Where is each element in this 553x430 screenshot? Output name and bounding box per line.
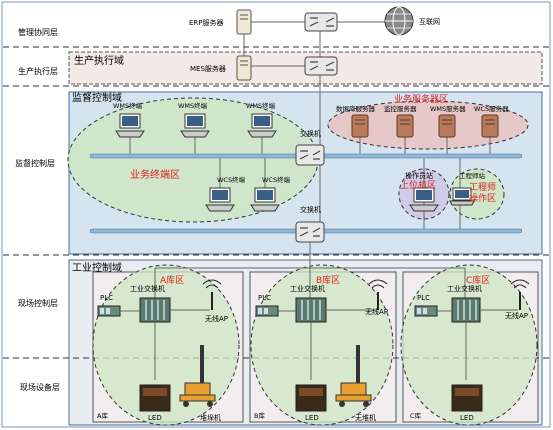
- globe-icon: [384, 6, 414, 36]
- layer-label-field-device: 现场设备层: [20, 382, 60, 392]
- warehouse-c-zone-label: C库区: [466, 274, 490, 286]
- upper-monitor-zone-label: 上位机区: [400, 179, 436, 191]
- industrial-switch-label: 工业交换机: [130, 284, 165, 293]
- vehicle-label: 无堆机: [355, 413, 376, 422]
- laptop-icon: [449, 187, 475, 206]
- wms-server-label: WMS服务器: [430, 104, 466, 113]
- wcs-terminal-label: WCS终端: [217, 175, 246, 184]
- mes-server-icon: [236, 55, 252, 81]
- led-label: LED: [460, 414, 474, 422]
- industrial-domain-label: 工业控制域: [72, 261, 122, 274]
- layer-label-management: 管理协同层: [18, 27, 58, 37]
- industrial-switch-icon: [295, 297, 327, 323]
- plc-label: PLC: [417, 294, 430, 302]
- computer-icon: [247, 113, 277, 138]
- industrial-switch-icon: [139, 297, 171, 323]
- server-icon: [481, 114, 499, 138]
- led-panel-icon: [451, 384, 483, 412]
- computer-icon: [250, 187, 280, 212]
- wms-terminal-label: WMS终端: [178, 101, 208, 110]
- industrial-switch-label: 工业交换机: [447, 284, 482, 293]
- engineer-station-label: 工程师站: [459, 171, 486, 180]
- server-zone-label: 业务服务器区: [394, 93, 448, 105]
- wireless-ap-icon: [202, 279, 222, 310]
- stacker-crane-icon: [179, 345, 216, 407]
- core-router-icon: [304, 12, 338, 32]
- warehouse-b-zone-label: B库区: [316, 274, 340, 286]
- plc-icon: [97, 305, 121, 317]
- vehicle-label: 堆垛机: [200, 413, 221, 422]
- wms-terminal-label: WMS终端: [113, 101, 143, 110]
- warehouse-name-label: B库: [254, 411, 265, 420]
- layer-label-supervisory: 监督控制层: [15, 158, 55, 168]
- plc-label: PLC: [100, 294, 113, 302]
- warehouse-a-zone-label: A库区: [160, 274, 184, 286]
- computer-icon: [180, 113, 210, 138]
- production-domain-label: 生产执行域: [74, 54, 124, 67]
- wireless-ap-icon: [510, 279, 530, 310]
- engineer-zone-ellipse: [449, 168, 505, 220]
- switch-label: 交换机: [300, 205, 321, 214]
- erp-server-icon: [236, 9, 252, 35]
- wireless-ap-icon: [368, 279, 388, 310]
- computer-icon: [205, 187, 235, 212]
- plc-icon: [414, 305, 438, 317]
- wcs-terminal-label: WCS终端: [262, 175, 291, 184]
- computer-icon: [409, 187, 439, 212]
- internet-label: 互联网: [419, 17, 440, 26]
- wireless-ap-label: 无线AP: [505, 311, 528, 320]
- plc-label: PLC: [258, 294, 271, 302]
- warehouse-name-label: C库: [410, 411, 422, 420]
- layer-label-production: 生产执行层: [18, 66, 58, 76]
- erp-server-label: ERP服务器: [189, 18, 224, 27]
- switch-label: 交换机: [300, 129, 321, 138]
- warehouse-name-label: A库: [97, 411, 108, 420]
- supervisory-switch-upper-icon: [295, 144, 325, 166]
- computer-icon: [115, 113, 145, 138]
- monitor-server-label: 监控服务器: [384, 104, 417, 113]
- supervisory-switch-lower-icon: [295, 221, 325, 243]
- led-label: LED: [305, 414, 319, 422]
- industrial-switch-icon: [451, 297, 481, 323]
- wcs-server-label: WCS服务器: [474, 104, 509, 113]
- wireless-ap-label: 无线AP: [365, 307, 388, 316]
- layer-label-field-control: 现场控制层: [18, 298, 58, 308]
- engineer-zone-label: 工程师操作区: [469, 181, 496, 204]
- terminal-zone-label: 业务终端区: [130, 168, 180, 181]
- server-icon: [396, 114, 414, 138]
- led-panel-icon: [295, 384, 327, 412]
- industrial-switch-label: 工业交换机: [290, 284, 325, 293]
- supervisory-domain-label: 监督控制域: [72, 91, 122, 104]
- wms-terminal-label: WMS终端: [246, 101, 276, 110]
- stacker-crane-icon: [335, 345, 372, 407]
- operator-station-label: 操作员站: [405, 171, 433, 180]
- warehouse-c-zone-ellipse: [400, 264, 538, 426]
- server-icon: [351, 114, 369, 138]
- led-label: LED: [148, 414, 162, 422]
- server-icon: [438, 114, 456, 138]
- production-switch-icon: [304, 56, 338, 76]
- wireless-ap-label: 无线AP: [205, 314, 228, 323]
- plc-icon: [255, 305, 279, 317]
- led-panel-icon: [139, 384, 171, 412]
- server-zone-ellipse: [327, 100, 529, 150]
- mes-server-label: MES服务器: [190, 64, 226, 73]
- db-server-label: 数据库服务器: [336, 104, 376, 113]
